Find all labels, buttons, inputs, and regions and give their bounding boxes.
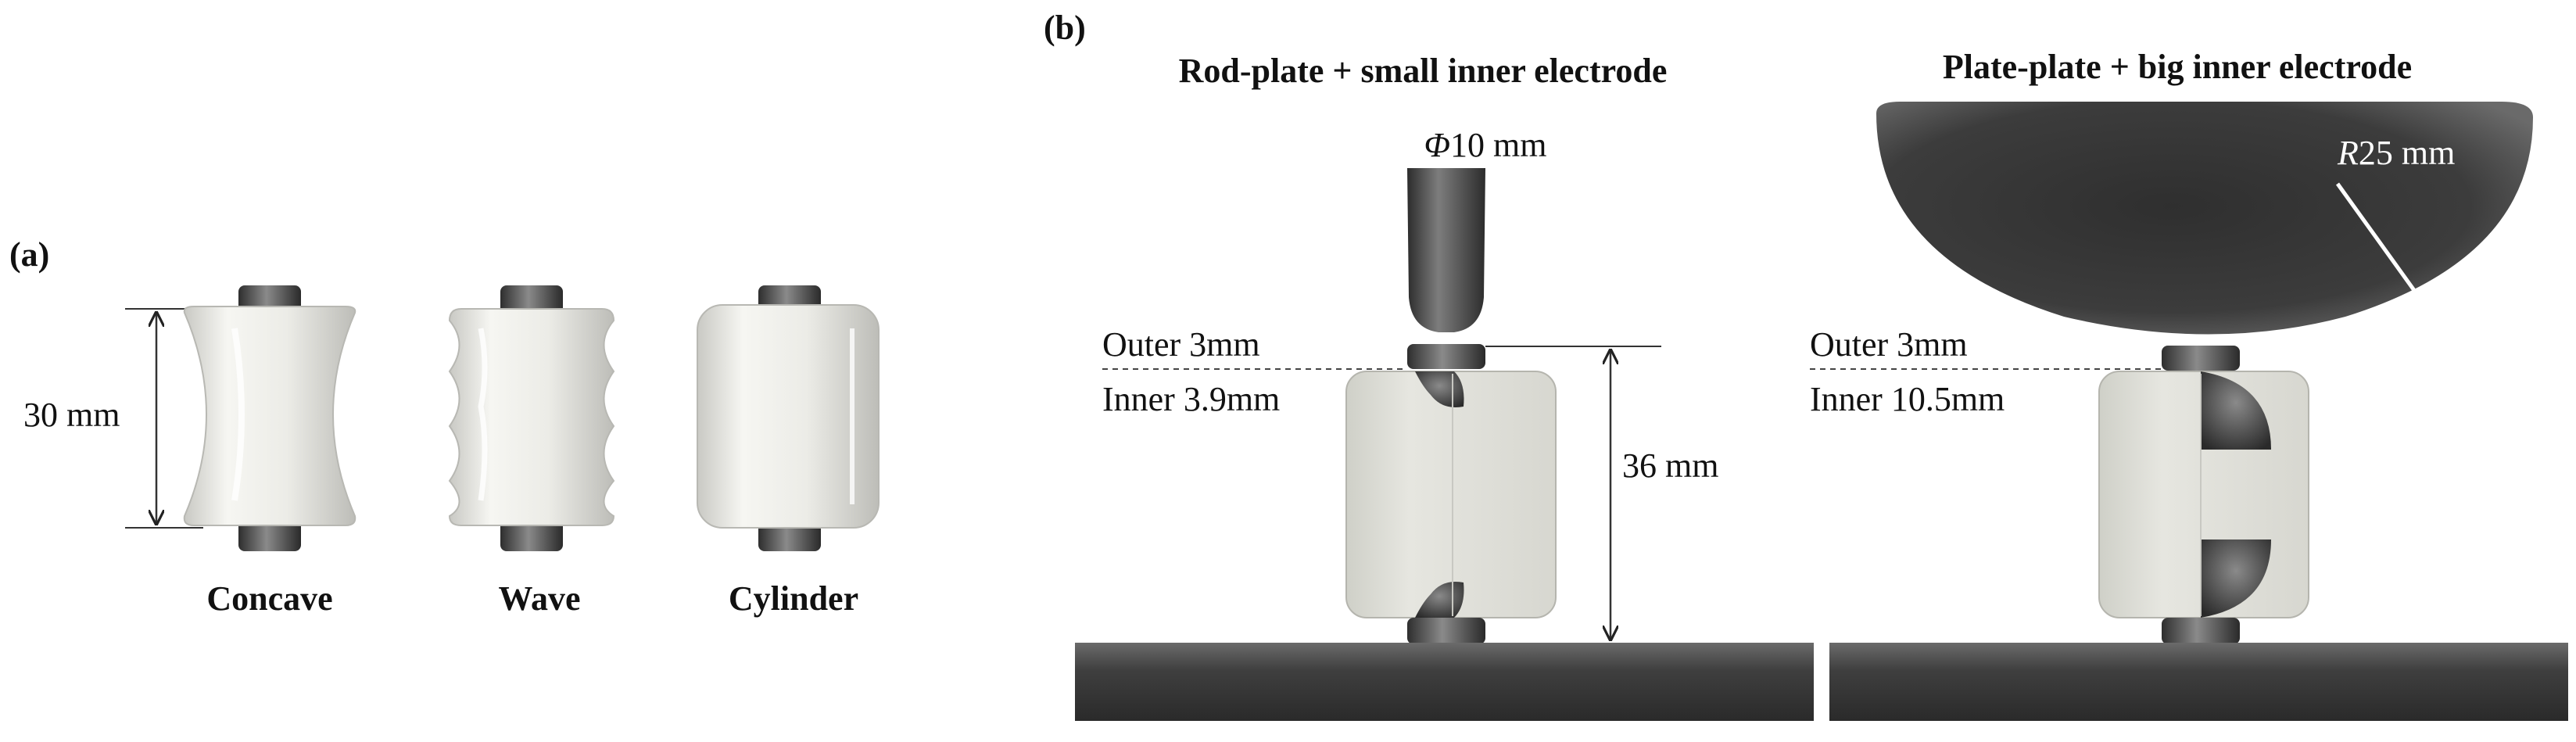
rod-diameter-label: Φ10 mm (1424, 126, 1547, 164)
radius-label: R25 mm (2337, 134, 2455, 172)
radius-arrow (2335, 182, 2430, 311)
radius-value: 25 mm (2359, 134, 2455, 172)
ground-plate-right (1829, 643, 2568, 721)
inner-electrode-bottom-right (2201, 539, 2271, 618)
ground-plate-left (1075, 643, 1814, 721)
inner-electrode-bottom-left (1415, 582, 1464, 618)
inner-electrode-top-right (2201, 371, 2271, 450)
radius-symbol: R (2337, 134, 2359, 172)
outer-label-right: Outer 3mm (1810, 325, 1968, 364)
rod-diameter-symbol: Φ (1424, 126, 1451, 164)
plate-plate-title: Plate-plate + big inner electrode (1943, 48, 2412, 86)
rod-electrode (1407, 168, 1485, 332)
bottom-cap-electrode-right (2162, 618, 2240, 644)
concave-insulator (183, 285, 356, 551)
gap-dimension: 36 mm (1485, 346, 1718, 640)
top-cap-electrode-right (2162, 346, 2240, 371)
inner-electrode-top-left (1415, 371, 1464, 407)
dome-electrode (1876, 102, 2533, 335)
cylinder-label: Cylinder (729, 579, 858, 618)
gap-dimension-label: 36 mm (1622, 446, 1718, 485)
insulator-body-left (1345, 371, 1557, 618)
wave-label: Wave (498, 579, 580, 618)
inner-label-right: Inner 10.5mm (1810, 380, 2005, 418)
cylinder-insulator (697, 285, 880, 551)
inner-label-left: Inner 3.9mm (1102, 380, 1280, 418)
height-dimension: 30 mm (23, 308, 228, 529)
outer-label-left: Outer 3mm (1102, 325, 1260, 364)
height-dimension-label: 30 mm (23, 396, 120, 434)
wave-insulator (448, 285, 615, 551)
panel-a-label: (a) (9, 235, 49, 274)
panel-b-label: (b) (1044, 9, 1086, 47)
bottom-cap-electrode-left (1407, 618, 1485, 644)
rod-plate-title: Rod-plate + small inner electrode (1179, 52, 1668, 90)
top-cap-electrode-left (1407, 344, 1485, 369)
concave-label: Concave (206, 579, 332, 618)
rod-diameter-value: 10 mm (1450, 126, 1546, 164)
